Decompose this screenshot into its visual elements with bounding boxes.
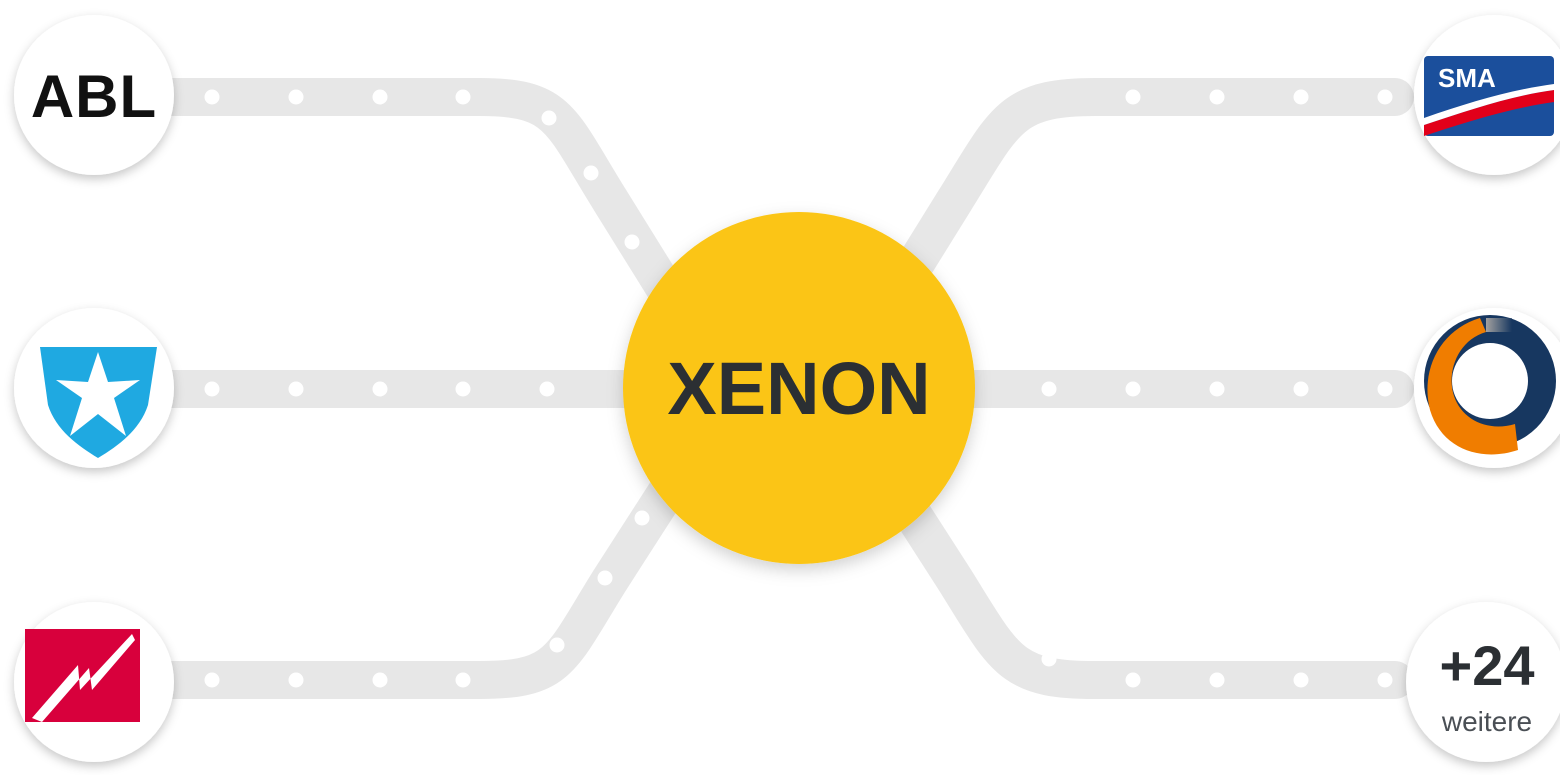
track-dot bbox=[1377, 672, 1393, 688]
partner-node-sma[interactable]: SMA bbox=[1414, 15, 1560, 175]
partner-node-mennekes[interactable] bbox=[14, 602, 174, 762]
track-dot bbox=[372, 89, 388, 105]
track-dot bbox=[541, 110, 557, 126]
track-dot bbox=[583, 165, 599, 181]
track-dot bbox=[1293, 672, 1309, 688]
track-sma bbox=[846, 78, 1414, 364]
track-dot bbox=[949, 250, 965, 266]
sma-swoosh-red bbox=[1424, 90, 1554, 136]
connection-tracks bbox=[151, 78, 1414, 699]
track-mennekes bbox=[151, 421, 719, 699]
track-dots bbox=[204, 89, 1393, 688]
track-dot bbox=[1377, 381, 1393, 397]
sma-logo-text: SMA bbox=[1438, 63, 1496, 93]
track-dot bbox=[455, 89, 471, 105]
track-dot bbox=[288, 381, 304, 397]
partner-node-circle bbox=[1406, 602, 1560, 762]
track-dot bbox=[1209, 89, 1225, 105]
partner-node-solarlog[interactable] bbox=[1414, 308, 1560, 468]
sma-swoosh-white bbox=[1424, 84, 1554, 125]
ring-fade bbox=[1486, 318, 1512, 332]
track-abl bbox=[151, 78, 719, 364]
track-dot bbox=[1293, 381, 1309, 397]
track-more bbox=[846, 421, 1414, 699]
track-dot bbox=[1209, 381, 1225, 397]
partner-node-circle bbox=[14, 15, 174, 175]
track-dot bbox=[288, 89, 304, 105]
partner-node-keba[interactable] bbox=[14, 308, 174, 468]
track-dot bbox=[1033, 123, 1049, 139]
track-dot bbox=[204, 89, 220, 105]
blue-shield-star-logo bbox=[40, 347, 157, 458]
track-dot bbox=[1377, 89, 1393, 105]
sma-logo: SMA bbox=[1424, 56, 1554, 136]
track-dot bbox=[1125, 89, 1141, 105]
track-dot bbox=[958, 524, 974, 540]
track-dot bbox=[1125, 672, 1141, 688]
track-dot bbox=[204, 381, 220, 397]
track-dot bbox=[1293, 89, 1309, 105]
hub-circle bbox=[623, 212, 975, 564]
track-dot bbox=[539, 381, 555, 397]
red-lightning-logo bbox=[25, 629, 140, 722]
more-subtext: weitere bbox=[1441, 706, 1532, 737]
partner-node-abl[interactable]: ABL bbox=[14, 15, 174, 175]
track-dot bbox=[1041, 381, 1057, 397]
track-dot bbox=[597, 570, 613, 586]
track-dot bbox=[288, 672, 304, 688]
star-shape bbox=[56, 352, 140, 436]
more-count: +24 bbox=[1440, 634, 1535, 697]
ring-inner-cutout bbox=[1452, 343, 1528, 419]
hub-node: XENON bbox=[623, 212, 975, 564]
track-dot bbox=[204, 672, 220, 688]
track-dot bbox=[1000, 595, 1016, 611]
track-dot bbox=[372, 672, 388, 688]
track-dot bbox=[624, 234, 640, 250]
track-dot bbox=[549, 637, 565, 653]
track-dot bbox=[372, 381, 388, 397]
track-dot bbox=[455, 672, 471, 688]
ring-orange-arc bbox=[1427, 318, 1518, 455]
track-dot bbox=[985, 189, 1001, 205]
track-dot bbox=[455, 381, 471, 397]
track-dot bbox=[1041, 651, 1057, 667]
partner-node-more[interactable]: +24 weitere bbox=[1406, 602, 1560, 762]
track-dot bbox=[634, 510, 650, 526]
abl-logo: ABL bbox=[31, 63, 157, 130]
orange-navy-ring-logo bbox=[1424, 315, 1556, 455]
lightning-stroke bbox=[32, 634, 135, 722]
track-dot bbox=[1125, 381, 1141, 397]
track-dot bbox=[1209, 672, 1225, 688]
hub-label: XENON bbox=[667, 347, 930, 430]
